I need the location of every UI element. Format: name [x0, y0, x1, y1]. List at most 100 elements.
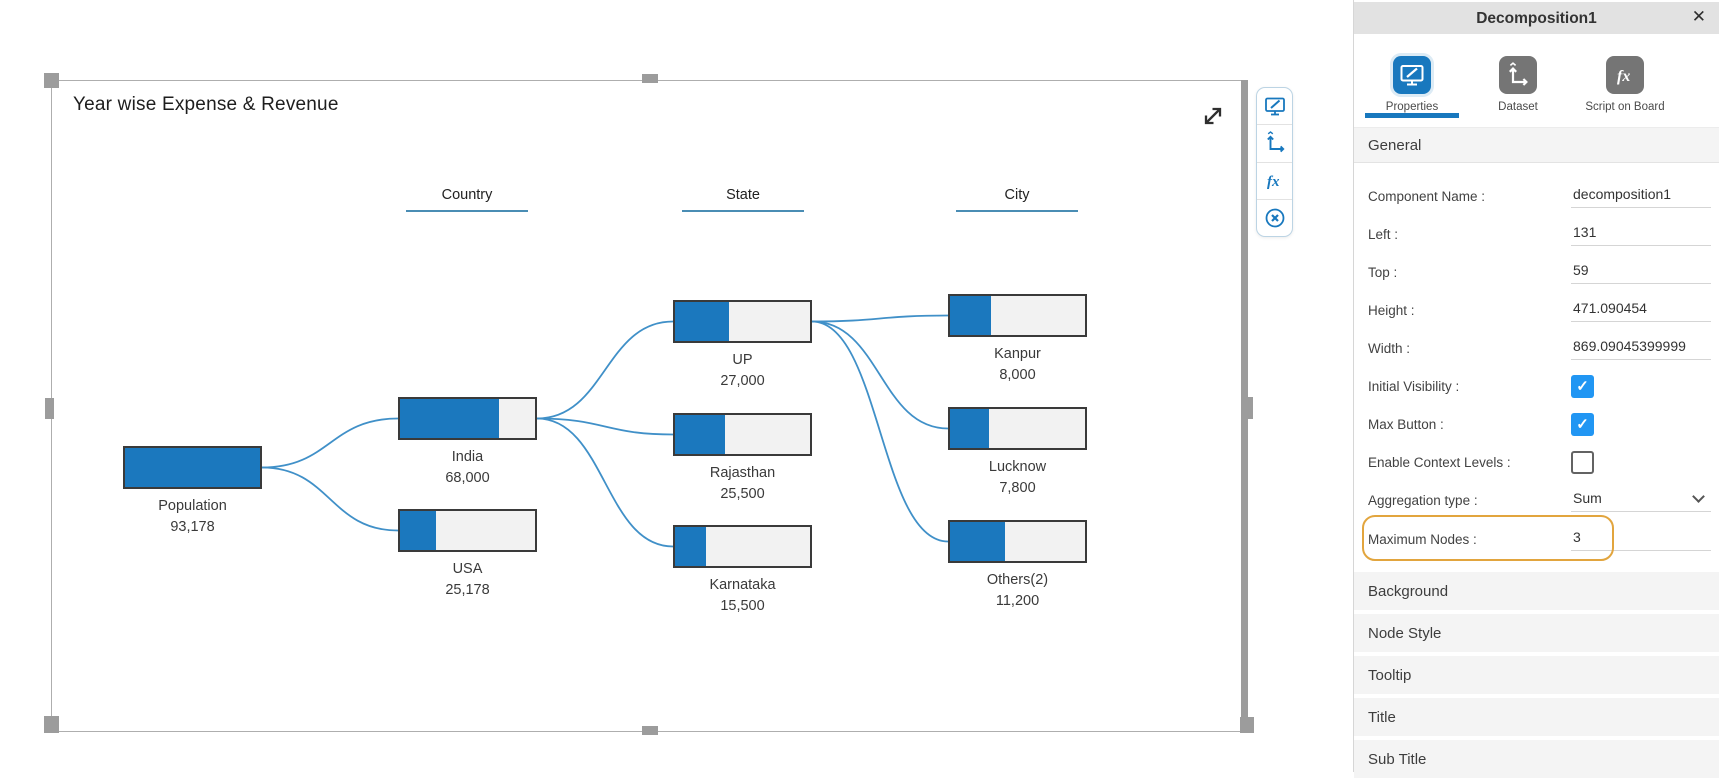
panel-header: Decomposition1 ✕ [1354, 2, 1719, 35]
field-label: Aggregation type : [1368, 492, 1478, 508]
tab-label: Script on Board [1585, 101, 1665, 113]
component-name-input[interactable]: decomposition1 [1571, 184, 1711, 208]
tree-node-label-others: Others(2)11,200 [986, 572, 1049, 610]
selection-handle-bottom-left[interactable] [44, 716, 59, 733]
tree-edge-up-lucknow [811, 320, 949, 430]
field-label: Maximum Nodes : [1368, 531, 1477, 547]
node-fill-bar [125, 448, 260, 487]
panel-tabs: Properties Dataset fx Script on Board [1354, 34, 1719, 128]
max-button-checkbox[interactable] [1571, 412, 1594, 436]
maximum-nodes-input[interactable]: 3 [1571, 527, 1711, 551]
tree-edges-layer [261, 314, 949, 548]
fx-icon[interactable]: fx [1257, 163, 1292, 200]
selection-handle-bottom-mid[interactable] [642, 726, 658, 735]
field-component-name: Component Name : decomposition1 [1354, 177, 1719, 215]
section-sub-title[interactable]: Sub Title [1354, 740, 1719, 778]
aggregation-type-value: Sum [1573, 490, 1602, 506]
height-input[interactable]: 471.090454 [1571, 298, 1711, 322]
node-fill-bar [950, 522, 1006, 561]
selection-handle-top-left[interactable] [44, 73, 59, 88]
initial-visibility-checkbox[interactable] [1571, 374, 1594, 398]
selection-handle-right-mid[interactable] [1243, 397, 1253, 419]
section-node-style[interactable]: Node Style [1354, 614, 1719, 652]
field-aggregation-type: Aggregation type : Sum [1354, 481, 1719, 519]
section-label: Background [1368, 582, 1449, 600]
widget-toolbar: fx [1256, 87, 1293, 237]
tab-script-on-board[interactable]: fx Script on Board [1571, 34, 1679, 113]
field-height: Height : 471.090454 [1354, 291, 1719, 329]
expand-arrows-icon[interactable] [1198, 101, 1228, 131]
tree-node-kanpur[interactable] [948, 294, 1087, 337]
field-label: Component Name : [1368, 188, 1486, 204]
selection-handle-top-mid[interactable] [642, 74, 658, 83]
tree-node-up[interactable] [673, 300, 812, 343]
tab-dataset[interactable]: Dataset [1474, 34, 1562, 113]
section-title[interactable]: Title [1354, 698, 1719, 736]
panel-title: Decomposition1 [1476, 9, 1597, 27]
section-label: Sub Title [1368, 750, 1427, 768]
tab-label: Properties [1385, 101, 1439, 113]
axis-icon[interactable] [1257, 125, 1292, 163]
general-fields: Component Name : decomposition1 Left : 1… [1354, 177, 1719, 561]
tree-node-usa[interactable] [398, 509, 537, 552]
node-fill-bar [675, 415, 725, 454]
enable-context-levels-checkbox[interactable] [1571, 450, 1594, 474]
tree-edge-population-usa [261, 466, 399, 532]
node-fill-bar [675, 302, 729, 341]
tree-node-others[interactable] [948, 520, 1087, 563]
field-label: Max Button : [1368, 416, 1444, 432]
left-input[interactable]: 131 [1571, 222, 1711, 246]
tree-node-population[interactable] [123, 446, 262, 489]
chart-title: Year wise Expense & Revenue [73, 94, 339, 115]
section-general: General [1354, 128, 1719, 163]
properties-panel: Decomposition1 ✕ Properties [1353, 0, 1719, 778]
tree-node-rajasthan[interactable] [673, 413, 812, 456]
tree-node-lucknow[interactable] [948, 407, 1087, 450]
top-input[interactable]: 59 [1571, 260, 1711, 284]
section-tooltip[interactable]: Tooltip [1354, 656, 1719, 694]
tree-node-karnataka[interactable] [673, 525, 812, 568]
field-initial-visibility: Initial Visibility : [1354, 367, 1719, 405]
tab-properties[interactable]: Properties [1364, 34, 1460, 113]
node-fill-bar [675, 527, 707, 566]
field-label: Initial Visibility : [1368, 378, 1460, 394]
field-maximum-nodes: Maximum Nodes : 3 [1354, 515, 1719, 561]
tree-edge-india-up [536, 320, 674, 420]
selection-handle-left-mid[interactable] [45, 398, 54, 419]
tab-label: Dataset [1498, 101, 1538, 113]
node-fill-bar [950, 409, 990, 448]
close-circle-icon[interactable] [1257, 200, 1292, 236]
selection-right-edge[interactable] [1241, 80, 1248, 732]
aggregation-type-select[interactable]: Sum [1571, 488, 1711, 512]
node-fill-bar [400, 399, 499, 438]
close-icon[interactable]: ✕ [1691, 7, 1706, 26]
node-fill-bar [950, 296, 991, 335]
tree-edge-population-india [261, 417, 399, 469]
section-label: General [1368, 136, 1422, 154]
svg-text:fx: fx [1267, 174, 1280, 190]
field-label: Enable Context Levels : [1368, 454, 1511, 470]
width-input[interactable]: 869.09045399999 [1571, 336, 1711, 360]
tree-edge-up-kanpur [811, 314, 949, 323]
field-enable-context-levels: Enable Context Levels : [1354, 443, 1719, 481]
axis-icon [1499, 56, 1537, 94]
field-label: Height : [1368, 302, 1415, 318]
tree-edge-india-rajasthan [536, 417, 674, 436]
active-tab-underline [1365, 113, 1459, 118]
monitor-edit-icon [1393, 56, 1431, 94]
monitor-edit-icon[interactable] [1257, 88, 1292, 126]
section-label: Title [1368, 708, 1396, 726]
tree-node-india[interactable] [398, 397, 537, 440]
section-background[interactable]: Background [1354, 572, 1719, 610]
field-label: Width : [1368, 340, 1411, 356]
column-header-country: Country [397, 187, 537, 212]
section-label: Tooltip [1368, 666, 1412, 684]
field-max-button: Max Button : [1354, 405, 1719, 443]
